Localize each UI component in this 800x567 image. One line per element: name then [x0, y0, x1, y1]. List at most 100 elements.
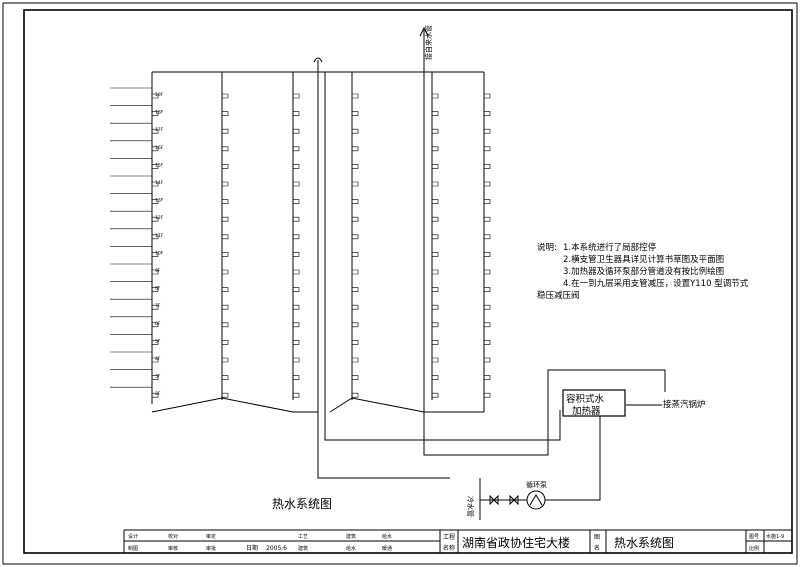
fixture-branch — [352, 375, 359, 380]
fixture-branch — [432, 304, 439, 310]
floor-label: 6F — [155, 321, 161, 327]
title-block-cell: 给水 — [382, 533, 392, 540]
title-block-cell: 图号 — [749, 534, 759, 540]
fixture-branch — [432, 322, 439, 328]
fixture-branch — [152, 128, 159, 134]
fixture-branch — [432, 357, 439, 363]
fixture-branch — [484, 375, 491, 380]
fixture-branch — [222, 164, 229, 169]
fixture-branch — [484, 357, 491, 363]
floor-label: 19F — [155, 92, 164, 98]
fixture-branch — [293, 252, 300, 257]
fixture-branch — [293, 93, 300, 99]
vent-caps — [313, 26, 429, 63]
fixture-branch — [352, 164, 359, 169]
fixture-branch — [484, 269, 491, 275]
fixture-branch — [352, 181, 359, 187]
fixture-branch — [293, 375, 300, 380]
fixture-branch — [484, 234, 491, 240]
floor-levels: 19F18F17F16F15F14F13F12F11F10F9F8F7F6F5F… — [110, 87, 164, 397]
fixture-branch — [222, 375, 229, 380]
fixture-branch — [222, 392, 229, 398]
fixture-branch — [484, 93, 491, 99]
floor-label: 7F — [155, 303, 161, 309]
fixture-branch — [484, 146, 491, 152]
fixture-branch — [293, 216, 300, 222]
heater-label-2: 加热器 — [572, 405, 601, 417]
fixture-branch — [152, 234, 159, 240]
fixture-branch — [222, 181, 229, 187]
pump-arrow — [529, 494, 543, 506]
floor-label: 12F — [155, 215, 164, 221]
fixture-branch — [352, 392, 359, 398]
check-valve-icon — [509, 494, 519, 506]
fixture-branch — [152, 252, 159, 257]
fixture-branch — [352, 269, 359, 275]
note-continuation: 稳压减压阀 — [537, 290, 580, 301]
title-block-cell: 工艺 — [298, 534, 308, 540]
valve-icon — [489, 494, 499, 506]
fixture-branch — [352, 146, 359, 152]
fixture-branch — [484, 199, 491, 204]
title-block-cell: 建筑 — [346, 533, 356, 540]
fixture-branch — [152, 357, 159, 363]
fixture-branch — [432, 111, 439, 116]
heater-box — [562, 389, 626, 417]
fixture-branch — [222, 322, 229, 328]
fixture-branch — [222, 287, 229, 292]
fixture-branch — [152, 216, 159, 222]
fixture-branch — [484, 287, 491, 292]
fixture-branch — [152, 340, 159, 345]
fixture-branch — [352, 128, 359, 134]
drawing-label-1: 图 — [594, 534, 600, 541]
title-block-cell: 校对 — [168, 533, 178, 540]
fixture-branch — [293, 357, 300, 363]
return-to-heater — [324, 410, 561, 441]
fixture-branch — [484, 322, 491, 328]
title-block-cell: 建筑 — [298, 545, 308, 552]
floor-label: 4F — [155, 356, 161, 362]
title-block-cell: 制图 — [128, 545, 138, 552]
fixture-branch — [293, 340, 300, 345]
fixture-branch — [293, 304, 300, 310]
fixture-branch — [484, 111, 491, 116]
fixture-branch — [152, 304, 159, 310]
fixture-branch — [152, 93, 159, 99]
floor-label: 8F — [155, 286, 161, 292]
fixture-branch — [293, 234, 300, 240]
fixture-branch — [293, 128, 300, 134]
boiler-label: 接蒸汽锅炉 — [663, 399, 706, 410]
fixture-branch — [484, 304, 491, 310]
fixture-branch — [432, 216, 439, 222]
fixture-branch — [432, 287, 439, 292]
date-value: 2005.6 — [266, 545, 287, 552]
fixture-branch — [432, 181, 439, 187]
title-block-cell: 审定 — [206, 533, 216, 540]
pump-symbol — [526, 490, 546, 510]
diagram-title: 热水系统图 — [272, 497, 332, 511]
fixture-branch — [432, 93, 439, 99]
fixture-branch — [293, 287, 300, 292]
fixture-branch — [352, 287, 359, 292]
supply-riser-label: 接自来水管 — [424, 25, 433, 60]
fixture-branch — [432, 128, 439, 134]
floor-label: 11F — [155, 233, 164, 239]
floor-label: 13F — [155, 198, 164, 204]
fixture-branch — [432, 252, 439, 257]
fixture-branch — [222, 340, 229, 345]
fixture-branch — [152, 181, 159, 187]
fixture-branch — [293, 199, 300, 204]
floor-label: 15F — [155, 162, 164, 168]
pipe-network — [151, 30, 666, 520]
note-1: 1.本系统进行了局部控停 — [563, 242, 657, 253]
notes-block: 说明: 1.本系统进行了局部控停 2.横支管卫生器具详见计算书草图及平面图 3.… — [537, 242, 749, 301]
drawing-label-2: 名 — [594, 544, 600, 552]
fixture-branch — [152, 111, 159, 116]
fixture-branch — [352, 340, 359, 345]
fixture-branch — [293, 181, 300, 187]
project-name: 湖南省政协住宅大楼 — [462, 535, 570, 550]
fixture-branch — [352, 216, 359, 222]
note-2: 2.横支管卫生器具详见计算书草图及平面图 — [563, 254, 724, 265]
title-block-cell: 审核 — [168, 545, 178, 552]
